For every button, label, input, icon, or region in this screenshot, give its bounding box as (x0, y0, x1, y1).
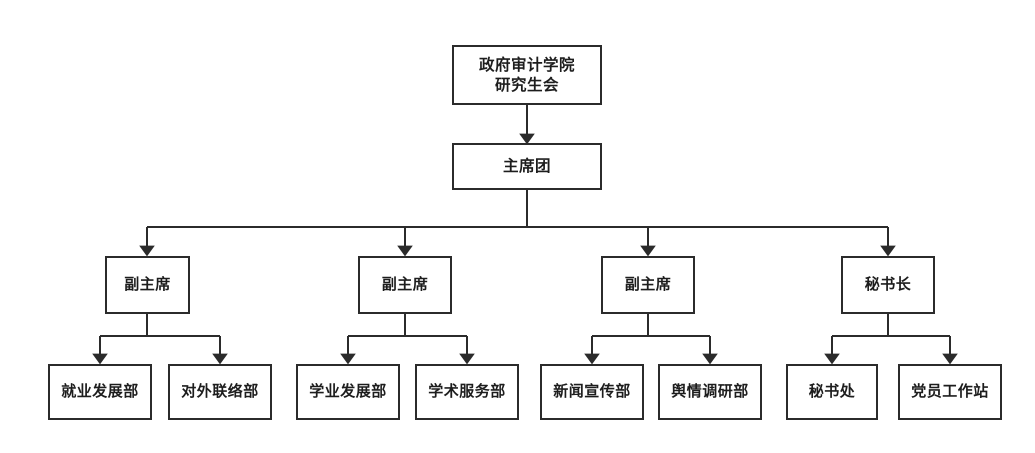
node-officer-2-label: 副主席 (381, 275, 429, 294)
node-department-3[interactable]: 学业发展部 (296, 364, 400, 420)
node-department-8-label: 党员工作站 (911, 382, 989, 401)
node-department-4-label: 学术服务部 (428, 382, 506, 401)
node-officer-2[interactable]: 副主席 (358, 256, 452, 314)
node-department-7-label: 秘书处 (808, 382, 856, 401)
node-officer-3[interactable]: 副主席 (601, 256, 695, 314)
node-root[interactable]: 政府审计学院 研究生会 (452, 45, 602, 105)
node-presidium[interactable]: 主席团 (452, 143, 602, 190)
node-officer-4-label: 秘书长 (864, 275, 912, 294)
node-department-7[interactable]: 秘书处 (786, 364, 878, 420)
node-department-3-label: 学业发展部 (309, 382, 387, 401)
node-officer-1-label: 副主席 (124, 275, 171, 294)
node-presidium-label: 主席团 (502, 157, 551, 176)
node-department-5-label: 新闻宣传部 (553, 382, 631, 401)
node-officer-4[interactable]: 秘书长 (841, 256, 935, 314)
node-department-8[interactable]: 党员工作站 (898, 364, 1002, 420)
node-root-label: 政府审计学院 研究生会 (478, 55, 575, 94)
node-department-4[interactable]: 学术服务部 (415, 364, 519, 420)
node-officer-1[interactable]: 副主席 (105, 256, 190, 314)
node-department-2-label: 对外联络部 (181, 382, 259, 401)
node-officer-3-label: 副主席 (624, 275, 672, 294)
node-department-5[interactable]: 新闻宣传部 (540, 364, 644, 420)
node-department-6-label: 舆情调研部 (671, 382, 749, 401)
node-department-1[interactable]: 就业发展部 (48, 364, 152, 420)
node-department-2[interactable]: 对外联络部 (168, 364, 272, 420)
node-department-1-label: 就业发展部 (61, 382, 139, 401)
node-department-6[interactable]: 舆情调研部 (658, 364, 762, 420)
